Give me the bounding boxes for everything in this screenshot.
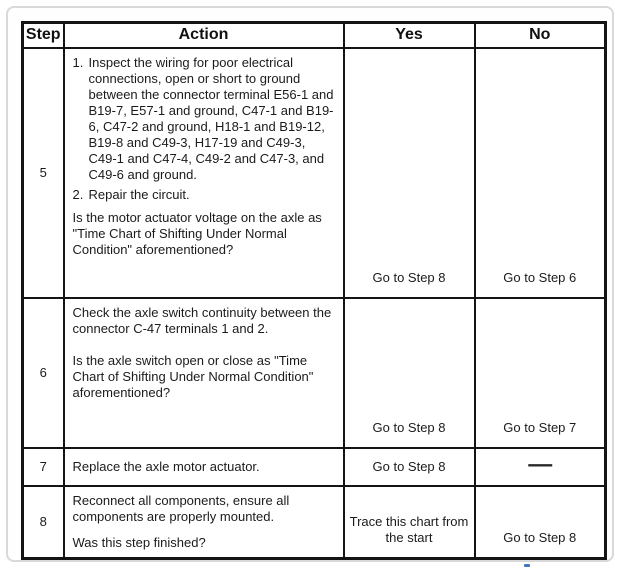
action-question: Is the motor actuator voltage on the axl… — [72, 210, 322, 257]
item-text: Repair the circuit. — [88, 187, 190, 202]
action-paragraph: Check the axle switch continuity between… — [72, 305, 332, 336]
step-number: 6 — [21, 297, 65, 449]
action-item-2: 2. Repair the circuit. — [73, 187, 334, 203]
no-cell: Go to Step 6 — [473, 47, 607, 299]
table-row-step-6: 6 Check the axle switch continuity betwe… — [21, 297, 607, 449]
no-cell: Go to Step 8 — [473, 485, 607, 560]
artifact-speck — [524, 564, 530, 567]
header-row: Step Action Yes No — [21, 21, 607, 49]
table-row-step-5: 5 1. Inspect the wiring for poor electri… — [21, 47, 607, 299]
header-yes: Yes — [342, 21, 476, 49]
yes-cell: Trace this chart from the start — [342, 485, 476, 560]
header-no: No — [473, 21, 607, 49]
action-cell: Check the axle switch continuity between… — [62, 297, 345, 449]
action-cell: 1. Inspect the wiring for poor electrica… — [62, 47, 345, 299]
action-question: Was this step finished? — [72, 535, 206, 550]
no-cell: — — [473, 447, 607, 487]
table-row-step-8: 8 Reconnect all components, ensure all c… — [21, 485, 607, 560]
step-number: 8 — [21, 485, 65, 560]
action-question: Is the axle switch open or close as "Tim… — [72, 353, 314, 400]
yes-cell: Go to Step 8 — [342, 47, 476, 299]
action-paragraph: Reconnect all components, ensure all com… — [72, 493, 290, 524]
yes-cell: Go to Step 8 — [342, 447, 476, 487]
action-cell: Reconnect all components, ensure all com… — [62, 485, 345, 560]
header-action: Action — [62, 21, 345, 49]
table-row-step-7: 7 Replace the axle motor actuator. Go to… — [21, 447, 607, 487]
item-marker: 1. — [72, 55, 84, 70]
yes-cell: Go to Step 8 — [342, 297, 476, 449]
dash-placeholder: — — [528, 451, 552, 478]
step-number: 5 — [21, 47, 65, 299]
action-item-1: 1. Inspect the wiring for poor electrica… — [73, 55, 334, 183]
item-marker: 2. — [72, 187, 84, 202]
no-cell: Go to Step 7 — [473, 297, 607, 449]
troubleshooting-table: Step Action Yes No 5 1. Inspect the wiri… — [21, 21, 607, 560]
item-text: Inspect the wiring for poor electrical c… — [88, 55, 334, 182]
action-cell: Replace the axle motor actuator. — [62, 447, 345, 487]
header-step: Step — [21, 21, 65, 49]
step-number: 7 — [21, 447, 65, 487]
